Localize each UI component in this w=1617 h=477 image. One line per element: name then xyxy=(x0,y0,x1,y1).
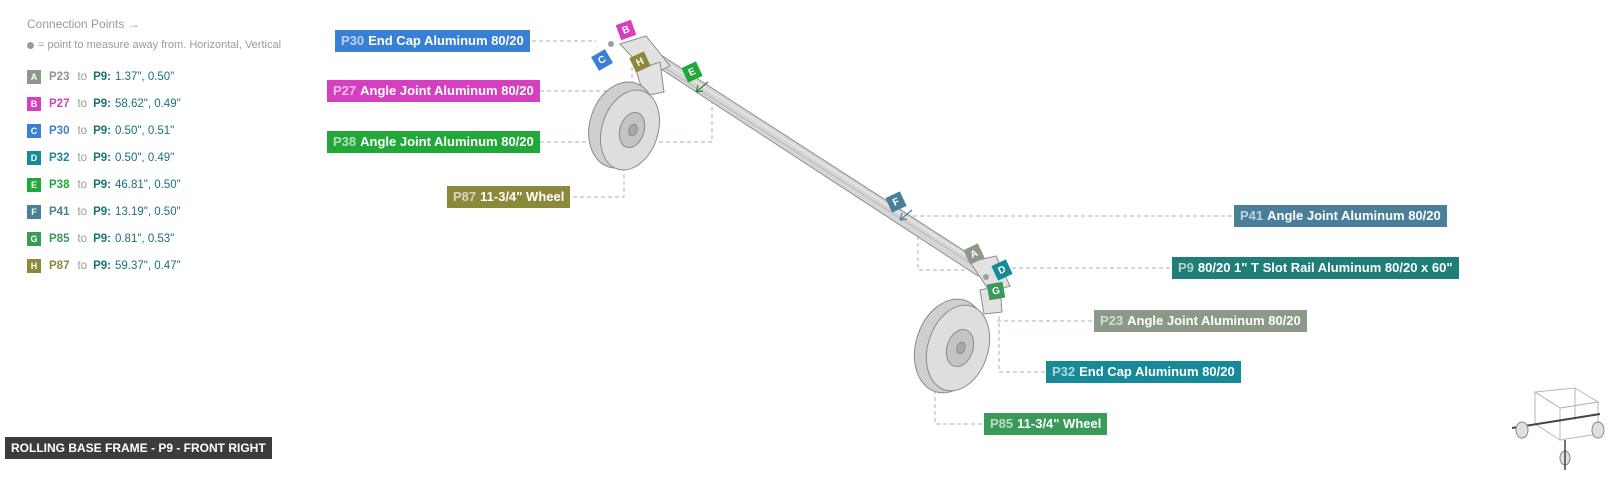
legend-to-word: to xyxy=(77,70,88,83)
callout-part-id: P38 xyxy=(333,134,357,149)
legend-part-id: P85 xyxy=(49,232,70,245)
leader-p32 xyxy=(998,296,1045,373)
legend-target: P9: xyxy=(93,205,111,218)
legend-target: P9: xyxy=(93,259,111,272)
legend-row: H P87 to P9:59.37", 0.47" xyxy=(27,252,327,279)
legend-values: 58.62", 0.49" xyxy=(114,97,181,110)
legend-values: 13.19", 0.50" xyxy=(114,205,181,218)
measure-dot-icon xyxy=(27,41,34,49)
legend-note-text: = point to measure away from. Horizontal… xyxy=(38,39,282,51)
legend-part-id: P27 xyxy=(49,97,70,110)
legend-badge: B xyxy=(27,96,41,111)
arrow-f xyxy=(899,209,913,221)
legend-target: P9: xyxy=(93,151,111,164)
legend-values: 0.50", 0.49" xyxy=(114,151,175,164)
legend-values: 46.81", 0.50" xyxy=(114,178,181,191)
legend-badge: F xyxy=(27,204,41,219)
legend-to-word: to xyxy=(77,97,88,110)
callout-part-id: P41 xyxy=(1240,208,1264,223)
callout-part-name: Angle Joint Aluminum 80/20 xyxy=(1127,313,1301,328)
legend-target: P9: xyxy=(93,178,111,191)
legend-part-id: P41 xyxy=(49,205,70,218)
connection-points-legend: Connection Points → = point to measure a… xyxy=(27,17,327,279)
t-slot-rail xyxy=(630,47,996,277)
legend-to-word: to xyxy=(77,178,88,191)
callout-part-id: P27 xyxy=(333,83,357,98)
wheel-front xyxy=(913,298,991,394)
measure-point-back xyxy=(608,41,614,47)
legend-badge: D xyxy=(27,150,41,165)
callout-part-name: 11-3/4" Wheel xyxy=(1017,416,1102,431)
callout-part-name: Angle Joint Aluminum 80/20 xyxy=(360,134,534,149)
callout-part-id: P87 xyxy=(453,189,477,204)
legend-row: B P27 to P9:58.62", 0.49" xyxy=(27,90,327,117)
callout-part-name: End Cap Aluminum 80/20 xyxy=(1079,364,1235,379)
callout-part-name: Angle Joint Aluminum 80/20 xyxy=(360,83,534,98)
frame-thumbnail xyxy=(1511,387,1605,470)
callout-part-id: P23 xyxy=(1100,313,1124,328)
legend-target: P9: xyxy=(93,70,111,83)
legend-values: 1.37", 0.50" xyxy=(114,70,175,83)
legend-to-word: to xyxy=(77,232,88,245)
leader-p87 xyxy=(566,160,625,198)
callout-part-name: 80/20 1" T Slot Rail Aluminum 80/20 x 60… xyxy=(1197,260,1453,275)
legend-badge: E xyxy=(27,177,41,192)
callout-part-id: P30 xyxy=(341,33,365,48)
legend-part-id: P38 xyxy=(49,178,70,191)
wheel-back xyxy=(588,81,660,171)
pointer-arrows xyxy=(695,81,913,221)
legend-row: F P41 to P9:13.19", 0.50" xyxy=(27,198,327,225)
legend-row: D P32 to P9:0.50", 0.49" xyxy=(27,144,327,171)
callout-part-name: End Cap Aluminum 80/20 xyxy=(368,33,524,48)
legend-to-word: to xyxy=(77,259,88,272)
legend-part-id: P23 xyxy=(49,70,70,83)
legend-badge: G xyxy=(27,231,41,246)
legend-row: C P30 to P9:0.50", 0.51" xyxy=(27,117,327,144)
legend-badge: H xyxy=(27,258,41,273)
legend-values: 0.81", 0.53" xyxy=(114,232,175,245)
callout-part-id: P32 xyxy=(1052,364,1076,379)
legend-badge: A xyxy=(27,69,41,84)
legend-values: 0.50", 0.51" xyxy=(114,124,175,137)
measure-point-front xyxy=(983,274,989,280)
legend-row: E P38 to P9:46.81", 0.50" xyxy=(27,171,327,198)
legend-badge: C xyxy=(27,123,41,138)
legend-row: G P85 to P9:0.81", 0.53" xyxy=(27,225,327,252)
legend-target: P9: xyxy=(93,124,111,137)
tag-g: G xyxy=(986,281,1006,301)
legend-to-word: to xyxy=(77,205,88,218)
callout-part-id: P9 xyxy=(1178,260,1194,275)
legend-title: Connection Points → xyxy=(27,17,140,31)
callout-part-name: Angle Joint Aluminum 80/20 xyxy=(1267,208,1441,223)
arrow-e xyxy=(695,81,709,93)
callout-part-name: 11-3/4" Wheel xyxy=(480,189,565,204)
leader-p9-left xyxy=(917,236,978,271)
legend-part-id: P30 xyxy=(49,124,70,137)
legend-target: P9: xyxy=(93,97,111,110)
legend-values: 59.37", 0.47" xyxy=(114,259,181,272)
legend-target: P9: xyxy=(93,232,111,245)
legend-note: = point to measure away from. Horizontal… xyxy=(27,39,327,51)
legend-part-id: P32 xyxy=(49,151,70,164)
callout-part-id: P85 xyxy=(990,416,1014,431)
view-title-bar: ROLLING BASE FRAME - P9 - FRONT RIGHT xyxy=(5,437,272,459)
measure-points xyxy=(608,41,989,280)
legend-part-id: P87 xyxy=(49,259,70,272)
legend-to-word: to xyxy=(77,151,88,164)
legend-row: A P23 to P9:1.37", 0.50" xyxy=(27,63,327,90)
leader-p85 xyxy=(934,348,982,425)
legend-to-word: to xyxy=(77,124,88,137)
